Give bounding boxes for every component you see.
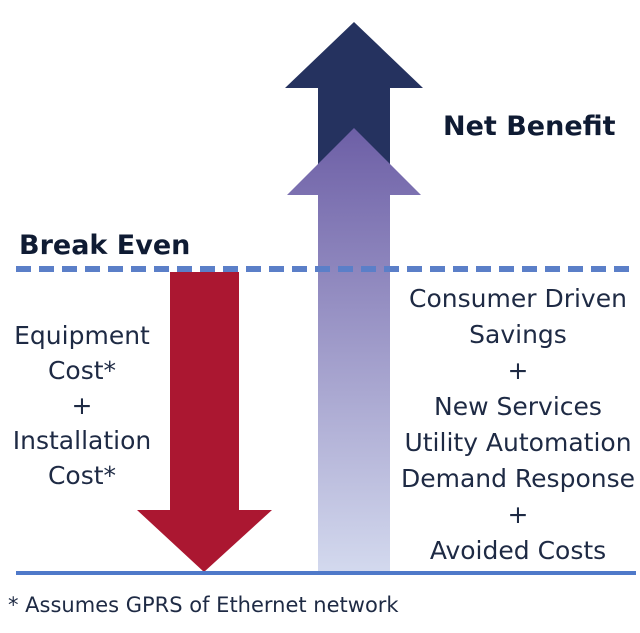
cost-text-block: Equipment Cost* + Installation Cost* bbox=[8, 318, 156, 493]
cost-line: Equipment bbox=[14, 321, 150, 350]
benefit-line: Savings bbox=[469, 320, 567, 349]
cost-line: + bbox=[71, 391, 93, 420]
cost-line: Cost* bbox=[47, 356, 117, 385]
benefit-line: + bbox=[507, 356, 529, 385]
benefit-line: Avoided Costs bbox=[429, 536, 607, 565]
benefit-line: New Services bbox=[434, 392, 602, 421]
cost-line: Installation bbox=[12, 426, 152, 455]
cost-down-arrow bbox=[137, 272, 272, 572]
benefit-line: + bbox=[507, 500, 529, 529]
benefit-text-block: Consumer Driven Savings + New Services U… bbox=[396, 281, 640, 569]
benefit-line: Utility Automation bbox=[404, 428, 632, 457]
benefits-up-arrow bbox=[287, 128, 421, 572]
net-benefit-label: Net Benefit bbox=[443, 111, 616, 142]
footnote: * Assumes GPRS of Ethernet network bbox=[8, 593, 399, 617]
benefit-line: Demand Response bbox=[400, 464, 636, 493]
benefit-line: Consumer Driven bbox=[409, 284, 627, 313]
break-even-label: Break Even bbox=[19, 230, 191, 261]
cost-line: Cost* bbox=[47, 461, 117, 490]
